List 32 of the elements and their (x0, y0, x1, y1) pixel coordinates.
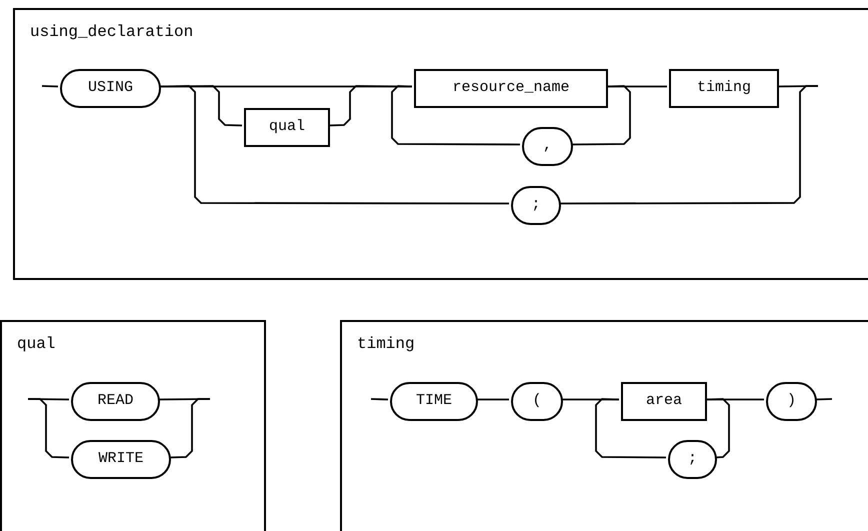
railroad-line (42, 85, 58, 88)
panel-heading: qual (17, 334, 56, 355)
diagram-panel (0, 320, 266, 531)
terminal-symbol: ) (766, 382, 817, 421)
terminal-symbol: ; (511, 186, 561, 225)
railroad-line (559, 85, 818, 204)
terminal-symbol: ; (668, 440, 717, 479)
terminal-symbol: USING (60, 69, 161, 108)
terminal-symbol: , (522, 127, 573, 166)
diagram-panel (340, 320, 868, 531)
railroad-line (476, 398, 509, 400)
railroad-line (158, 85, 509, 204)
nonterminal-box: timing (669, 69, 779, 108)
panel-heading: using_declaration (30, 22, 194, 43)
panel-heading: timing (357, 334, 415, 355)
railroad-line (571, 85, 631, 146)
railroad-line (606, 86, 667, 88)
railroad-line (370, 398, 388, 400)
railroad-line (168, 398, 210, 458)
railroad-line (705, 398, 764, 400)
nonterminal-box: qual (244, 108, 330, 147)
terminal-symbol: WRITE (71, 440, 171, 479)
diagram-panel (13, 8, 868, 280)
terminal-symbol: READ (71, 382, 160, 421)
terminal-symbol: ( (511, 382, 563, 421)
nonterminal-box: area (621, 382, 707, 421)
terminal-symbol: TIME (390, 382, 478, 421)
railroad-line (814, 398, 832, 400)
railroad-line (595, 398, 666, 458)
nonterminal-box: resource_name (414, 69, 608, 108)
railroad-line (28, 398, 70, 458)
railroad-line (391, 85, 520, 146)
